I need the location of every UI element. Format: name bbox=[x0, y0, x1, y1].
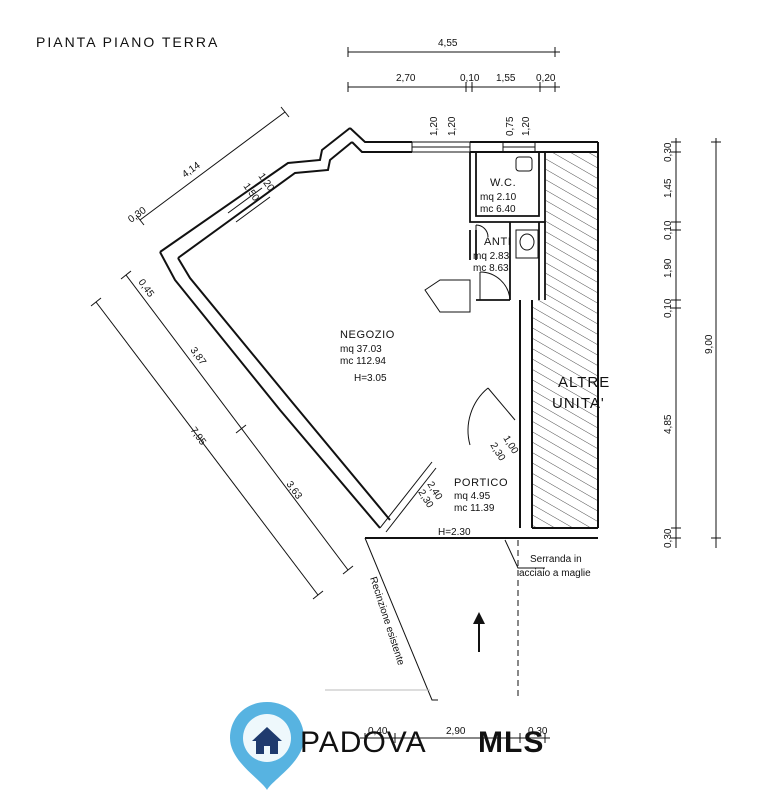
entry-arrow-icon bbox=[473, 612, 485, 652]
dim-bottom-a: 0,40 bbox=[368, 726, 388, 737]
negozio-name: NEGOZIO bbox=[340, 329, 395, 341]
dim-right-a: 0,30 bbox=[663, 142, 674, 162]
portico-height: H=2.30 bbox=[438, 527, 471, 538]
dim-win2b: 1,20 bbox=[521, 116, 532, 136]
dim-diag-top: 4,14 bbox=[180, 160, 203, 181]
dim-top-c: 1,55 bbox=[496, 73, 516, 84]
dim-bottom-c: 0,30 bbox=[528, 726, 548, 737]
negozio-height: H=3.05 bbox=[354, 373, 387, 384]
dim-left-a: 0,45 bbox=[136, 277, 157, 300]
dim-top-d: 0,20 bbox=[536, 73, 556, 84]
logo-text-mls: MLS bbox=[478, 726, 544, 759]
serranda-note-1: Serranda in bbox=[530, 554, 582, 565]
left-diagonal-dimensions bbox=[90, 270, 354, 600]
dim-right-total: 9,00 bbox=[704, 334, 715, 354]
dim-left-total: 7,95 bbox=[188, 425, 209, 448]
house-icon bbox=[252, 727, 282, 754]
bottom-dimensions bbox=[360, 733, 550, 743]
right-dimensions bbox=[671, 138, 721, 548]
portico-mc: mc 11.39 bbox=[454, 503, 495, 514]
negozio-mq: mq 37.03 bbox=[340, 344, 382, 355]
exterior-walls bbox=[159, 127, 599, 539]
other-units-area bbox=[532, 152, 598, 528]
anti-mc: mc 8.63 bbox=[473, 263, 509, 274]
negozio-mc: mc 112.94 bbox=[340, 356, 386, 367]
top-windows bbox=[411, 141, 536, 153]
padova-mls-logo: PADOVA MLS bbox=[230, 702, 544, 790]
top-dimensions bbox=[347, 47, 560, 92]
anti-mq: mq 2.83 bbox=[473, 251, 510, 262]
serranda-leader bbox=[504, 539, 545, 569]
doors bbox=[467, 224, 516, 446]
dim-right-e: 0,10 bbox=[663, 298, 674, 318]
dim-win1a: 1,20 bbox=[429, 116, 440, 136]
portico-opening bbox=[379, 461, 437, 533]
dim-top-a: 2,70 bbox=[396, 73, 416, 84]
portico-mq: mq 4.95 bbox=[454, 491, 491, 502]
dim-right-c: 0,10 bbox=[663, 220, 674, 240]
wc-fixtures bbox=[424, 156, 539, 313]
plan-title: PIANTA PIANO TERRA bbox=[36, 34, 219, 50]
dim-left-b: 3,87 bbox=[188, 345, 209, 368]
dim-top-b: 0,10 bbox=[460, 73, 480, 84]
fence bbox=[325, 537, 519, 701]
serranda-note-2: acciaio a maglie bbox=[519, 568, 591, 579]
anti-name: ANTI bbox=[484, 236, 511, 248]
wc-name: W.C. bbox=[490, 177, 516, 189]
dim-right-f: 4,85 bbox=[663, 414, 674, 434]
dim-bottom-b: 2,90 bbox=[446, 726, 466, 737]
diagonal-window bbox=[227, 187, 271, 223]
logo-text-padova: PADOVA bbox=[300, 726, 427, 759]
diagonal-top-dimensions bbox=[135, 106, 290, 226]
dim-right-b: 1,45 bbox=[663, 178, 674, 198]
dim-win1b: 1,20 bbox=[447, 116, 458, 136]
dim-top-total: 4,55 bbox=[438, 38, 458, 49]
dim-left-c: 3,63 bbox=[284, 479, 305, 502]
dim-right-g: 0,30 bbox=[663, 528, 674, 548]
dim-diag-top-small: 0,30 bbox=[126, 205, 149, 226]
wc-mc: mc 6.40 bbox=[480, 204, 516, 215]
dim-win2a: 0,75 bbox=[505, 116, 516, 136]
wc-mq: mq 2.10 bbox=[480, 192, 517, 203]
dim-right-d: 1,90 bbox=[663, 258, 674, 278]
other-units-label-1: ALTRE bbox=[558, 374, 610, 391]
other-units-label-2: UNITA' bbox=[552, 395, 605, 412]
portico-name: PORTICO bbox=[454, 477, 508, 489]
